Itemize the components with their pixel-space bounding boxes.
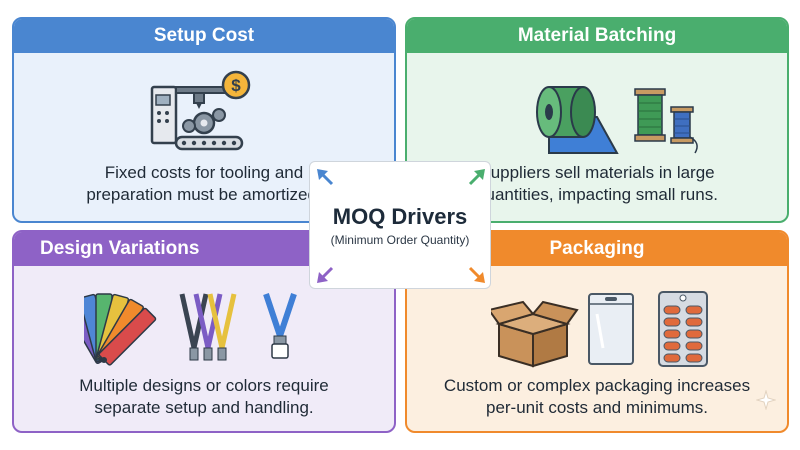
sparkle-icon [756,390,776,410]
center-subtitle: (Minimum Order Quantity) [330,233,470,247]
card-title-setup-cost: Setup Cost [14,19,394,53]
swatches-lanyards-icon [84,293,297,366]
svg-text:$: $ [231,76,241,95]
arrow-down-right-icon [468,266,485,283]
card-title-material-batching: Material Batching [407,19,787,53]
card-description-design-variations: Multiple designs or colors require separ… [79,376,329,417]
arrow-up-left-icon [317,169,334,186]
card-description-packaging: Custom or complex packaging increases pe… [443,376,751,417]
card-material-batching: Material Batching Suppliers sell materia… [405,17,789,223]
center-title: MOQ Drivers [332,204,468,229]
card-description-setup-cost: Fixed costs for tooling and preparation … [86,163,322,204]
fabric-roll-thread-spools-icon [536,86,698,154]
machine-gears-dollar-icon: $ [150,70,251,151]
card-setup-cost: Setup Cost $ Fixed costs for tooling and… [12,17,396,223]
card-description-material-batching: Suppliers sell materials in large quanti… [476,163,718,204]
card-design-variations: Design Variations Multiple designs or co… [12,230,396,433]
arrow-down-left-icon [317,266,334,283]
box-bag-blister-icon [491,291,708,368]
center-hub: MOQ Drivers (Minimum Order Quantity) [309,161,491,289]
arrow-up-right-icon [468,169,485,186]
